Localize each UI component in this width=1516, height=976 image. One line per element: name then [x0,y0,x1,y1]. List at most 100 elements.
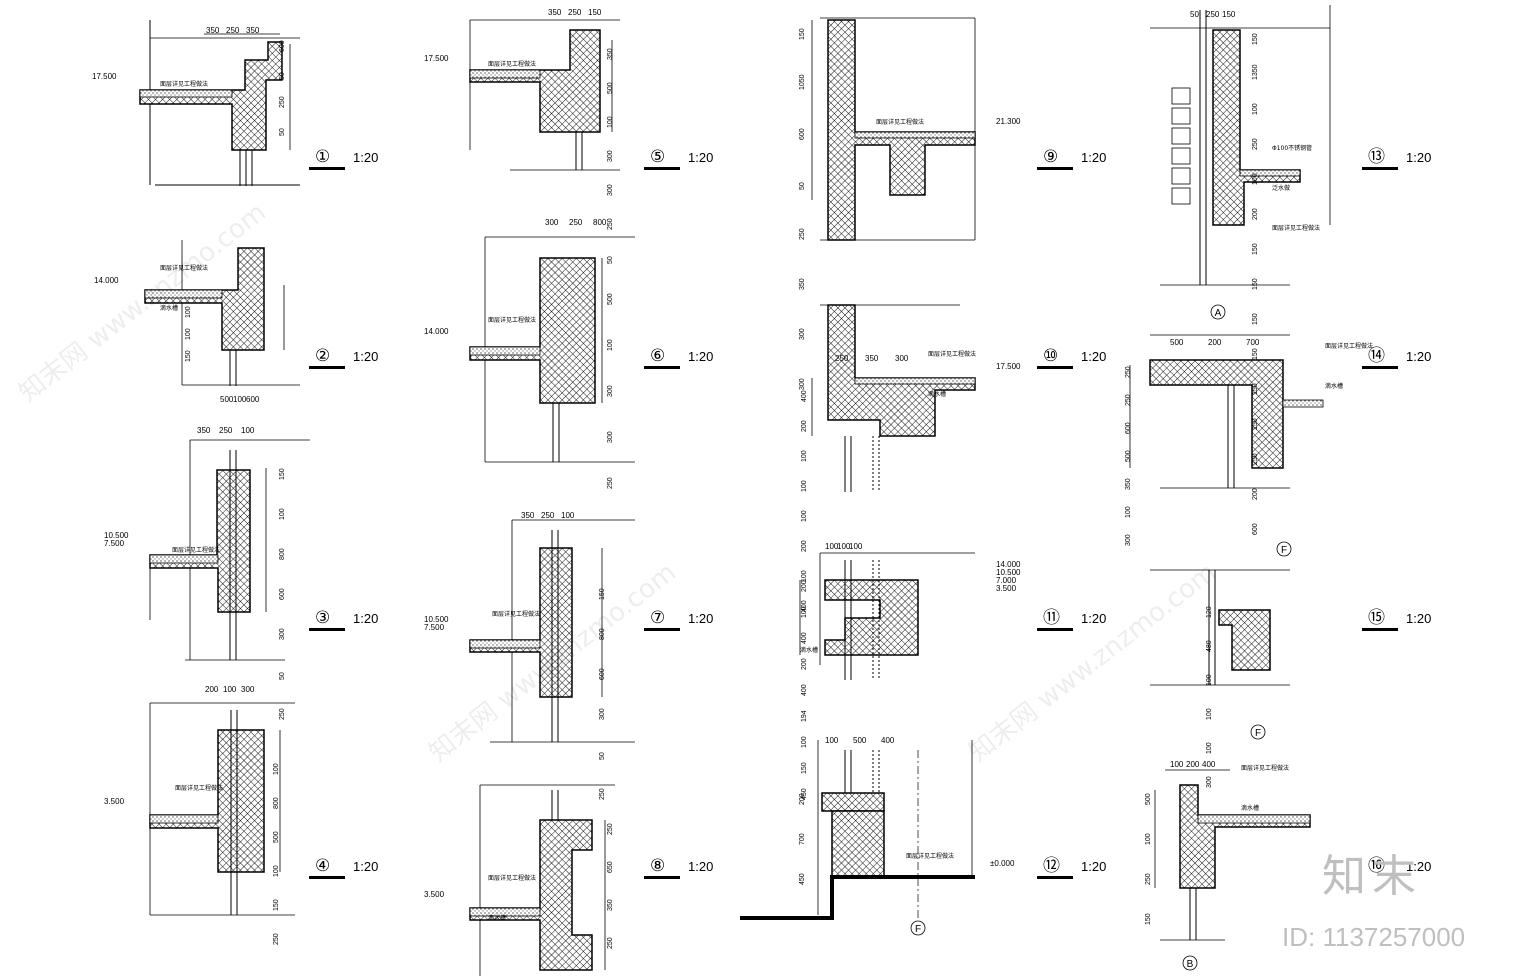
dimension-label: 250 [569,218,583,227]
dimension-label: 100 [801,606,808,618]
dimension-label: 50 [799,182,806,190]
dimension-label: 150 [801,762,808,774]
detail-11 [799,552,975,680]
dimension-label: 300 [607,385,614,397]
dimension-label: 100 [607,116,614,128]
dimension-label: 250 [226,26,240,35]
id-watermark: ID: 1137257000 [1282,922,1466,952]
dimension-label: 400 [801,632,808,644]
level-mark: 7.500 [424,623,445,632]
dimension-label: 100 [1125,506,1132,518]
dimension-label: 400 [801,390,808,402]
dimension-label: 700 [799,833,806,845]
construction-note: 面层详见工程做法 [488,874,536,882]
detail-number-9: ⑨ [1043,147,1058,167]
dimension-label: 100 [1170,760,1184,769]
dimension-label: 350 [1125,478,1132,490]
detail-scale-11: 1:20 [1081,611,1106,626]
dimension-label: 100 [273,865,280,877]
detail-scale-4: 1:20 [353,859,378,874]
dimension-label: 100 [607,339,614,351]
dimension-label: 194 [801,710,808,722]
dimension-label: 300 [799,378,806,390]
dimension-label: 200 [1252,488,1259,500]
detail-14 [1129,334,1324,489]
construction-note: 面层详见工程做法 [488,316,536,324]
dimension-label: 250 [607,218,614,230]
dimension-label: 100 [185,328,192,340]
dimension-label: 50 [1190,10,1199,19]
dimension-label: 100 [1252,173,1259,185]
dimension-label: 100 [1252,103,1259,115]
dimension-label: 350 [865,354,879,363]
construction-note: 面层详见工程做法 [1325,342,1373,350]
construction-note: 滴水槽 [928,390,946,398]
dimension-label: 150 [185,350,192,362]
dimension-label: 350 [607,48,614,60]
dimension-label: 50 [279,128,286,136]
level-mark: 7.500 [104,539,125,548]
level-mark: 3.500 [424,890,445,899]
dimension-label: 600 [799,128,806,140]
construction-note: 滴水槽 [160,304,178,312]
level-mark: 21.300 [996,117,1021,126]
detail-number-7: ⑦ [650,608,665,628]
axis-label: B [1187,959,1194,970]
detail-13 [1150,5,1331,286]
detail-3 [149,439,310,661]
dimension-label: 400 [881,736,895,745]
detail-scale-8: 1:20 [688,859,713,874]
detail-6 [469,236,635,463]
axis-bubble [1210,304,1226,320]
axis-label: A [1215,308,1222,319]
detail-number-12: ⑫ [1043,856,1060,876]
detail-2 [144,240,300,386]
dimension-label: 200 [1252,208,1259,220]
dimension-label: 250 [599,788,606,800]
detail-scale-5: 1:20 [688,150,713,165]
dimension-label: 600 [599,668,606,680]
dimension-label: 50 [607,256,614,264]
dimension-label: 250 [1252,453,1259,465]
dimension-label: 200 [801,540,808,552]
detail-scale-2: 1:20 [353,349,378,364]
dimension-label: 100 [561,511,575,520]
construction-note: Φ100不锈钢管 [1272,144,1312,152]
construction-note: 面层详见工程做法 [160,80,208,88]
detail-16 [1154,769,1311,941]
detail-number-11: ⑪ [1043,608,1060,628]
detail-scale-7: 1:20 [688,611,713,626]
dimension-label: 300 [241,685,255,694]
level-mark: 14.000 [424,327,449,336]
detail-1 [139,20,300,186]
dimension-label: 200 [801,658,808,670]
level-mark: 17.500 [996,362,1021,371]
dimension-label: 150 [273,899,280,911]
construction-note: 面层详见工程做法 [172,546,220,554]
detail-scale-9: 1:20 [1081,150,1106,165]
dimension-label: 200 [1208,338,1222,347]
level-mark: 17.500 [92,72,117,81]
dimension-label: 800 [279,548,286,560]
dimension-label: 300 [599,708,606,720]
level-mark: 14.000 [94,276,119,285]
dimension-label: 250 [607,937,614,949]
dimension-label: 200 [801,580,808,592]
construction-note: 滴水槽 [1325,382,1343,390]
detail-number-15: ⑮ [1368,608,1385,628]
construction-note: 面层详见工程做法 [876,118,924,126]
detail-number-16: ⑯ [1368,856,1385,876]
dimension-label: 300 [1206,776,1213,788]
construction-note: 面层详见工程做法 [928,350,976,358]
dimension-label: 150 [1222,10,1236,19]
dimension-label: 120 [1206,606,1213,618]
detail-7 [469,519,635,743]
detail-title-bars [309,167,1398,879]
dimension-label: 250 [1125,394,1132,406]
construction-note: 面层详见工程做法 [906,852,954,860]
dimension-label: 150 [1145,913,1152,925]
construction-note: 面层详见工程做法 [1272,224,1320,232]
dimension-label: 150 [1252,383,1259,395]
dimension-label: 100 [233,395,247,404]
